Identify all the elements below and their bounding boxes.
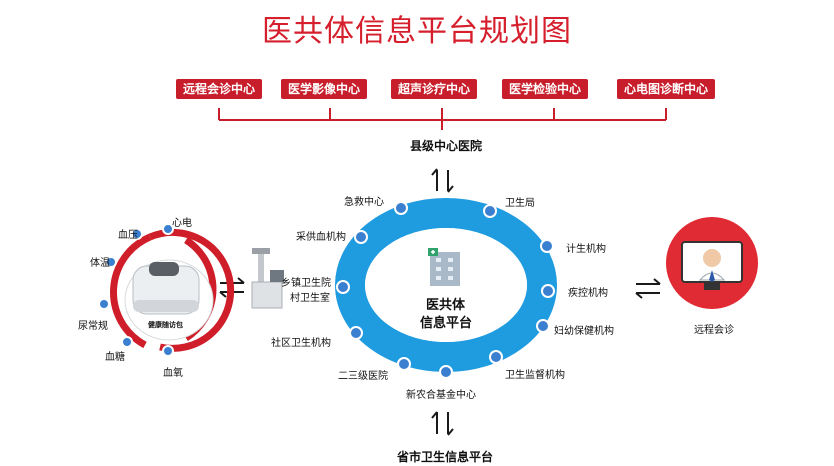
remote-consult-icon (666, 217, 758, 309)
platform-label-line2: 信息平台 (420, 316, 473, 331)
node-dot-health-bureau (483, 204, 497, 218)
node-dot-hospital (397, 357, 411, 371)
device-item-dots (98, 223, 174, 357)
node-dot-maternal (536, 319, 550, 333)
device-item-blood-pressure: 血压 (118, 230, 138, 241)
node-label-supervision: 卫生监督机构 (505, 370, 565, 381)
device-item-ecg: 心电 (172, 218, 192, 229)
platform-ring (335, 198, 557, 372)
node-dot-emergency (394, 201, 408, 215)
center-box-lab-test: 医学检验中心 (502, 79, 588, 99)
device-item-temperature: 体温 (90, 258, 110, 269)
hospital-building-icon (428, 248, 460, 286)
double-arrow-bottom-icon (431, 411, 454, 436)
health-kit-device-icon (124, 259, 214, 341)
node-dot-family-planning (540, 239, 554, 253)
page-title: 医共体信息平台规划图 (262, 14, 572, 49)
center-box-ecg-diagnosis: 心电图诊断中心 (617, 79, 715, 99)
county-hospital-label: 县级中心医院 (410, 139, 483, 153)
center-box-remote-consult: 远程会诊中心 (176, 79, 262, 99)
node-label-village: 村卫生室 (290, 293, 330, 304)
node-label-community: 社区卫生机构 (271, 338, 331, 349)
node-label-township: 乡镇卫生院 (281, 278, 331, 289)
double-arrow-right-icon (635, 278, 661, 299)
device-item-blood-sugar: 血糖 (105, 352, 125, 363)
node-dot-community (349, 326, 363, 340)
node-label-cdc: 疾控机构 (568, 288, 608, 299)
center-box-ultrasound: 超声诊疗中心 (391, 79, 477, 99)
top-bracket (218, 108, 667, 130)
node-label-blood: 采供血机构 (296, 232, 346, 243)
remote-consult-label: 远程会诊 (694, 325, 734, 336)
node-label-maternal: 妇幼保健机构 (554, 326, 614, 337)
node-dot-blood (354, 230, 368, 244)
node-label-family-planning: 计生机构 (566, 244, 606, 255)
node-dot-supervision (489, 350, 503, 364)
node-label-emergency: 急救中心 (344, 197, 384, 208)
kiosk-machine-icon (251, 248, 284, 309)
node-label-health-bureau: 卫生局 (505, 198, 535, 209)
double-arrow-top-icon (431, 168, 454, 193)
node-label-hospital: 二三级医院 (338, 371, 388, 382)
node-label-ncms: 新农合基金中心 (406, 390, 476, 401)
ring-node-dots (336, 201, 555, 379)
device-red-arc (148, 228, 235, 352)
node-dot-township (336, 280, 350, 294)
device-label: 健康随访包 (148, 321, 183, 329)
node-dot-cdc (541, 284, 555, 298)
device-item-blood-oxygen: 血氧 (163, 368, 183, 379)
provincial-platform-label: 省市卫生信息平台 (397, 450, 494, 464)
platform-label-line1: 医共体 (426, 298, 466, 313)
center-box-medical-imaging: 医学影像中心 (281, 79, 367, 99)
node-dot-ncms (439, 365, 453, 379)
device-item-urine: 尿常规 (78, 321, 108, 332)
